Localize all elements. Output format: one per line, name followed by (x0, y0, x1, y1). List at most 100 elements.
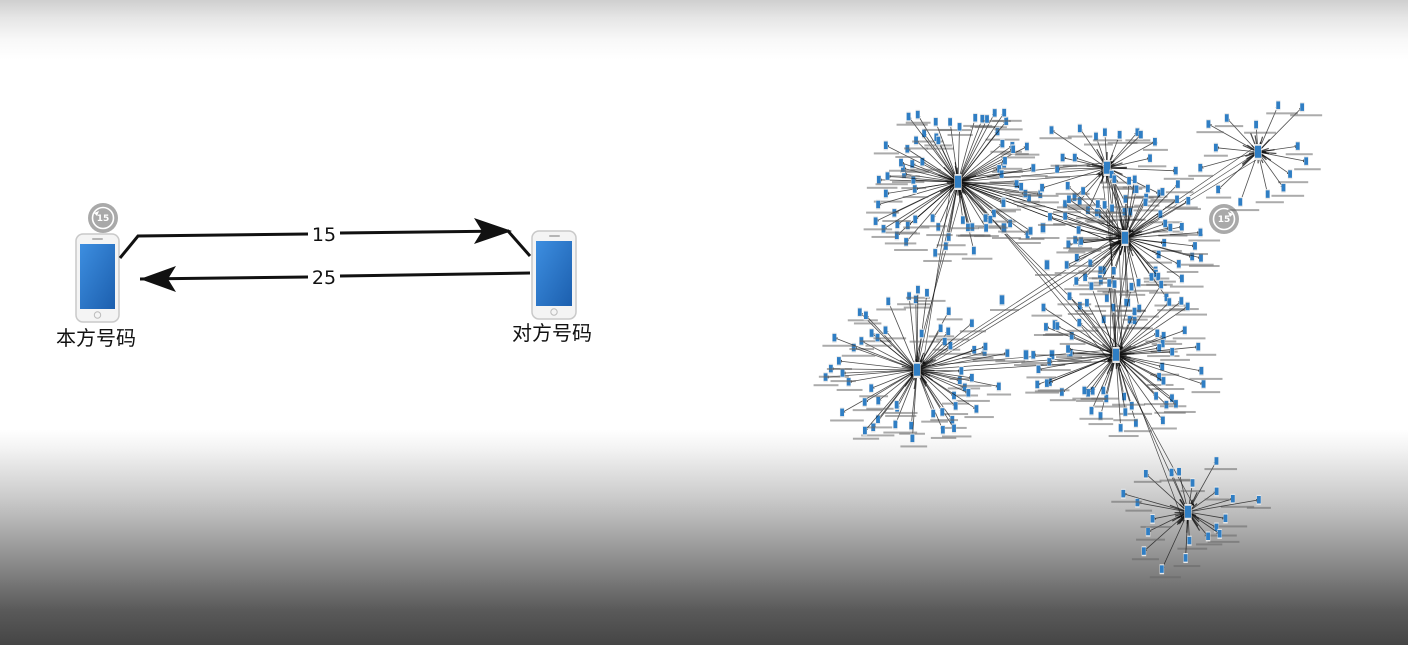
svg-text:15: 15 (97, 214, 110, 224)
call-edge (1107, 282, 1117, 356)
call-edge (870, 369, 918, 389)
contact-phone-node (1275, 100, 1281, 111)
phone-number-text (991, 208, 1022, 211)
phone-number-text (950, 227, 979, 230)
call-edge (1257, 151, 1284, 189)
phone-number-text (1214, 125, 1244, 128)
hub-link-edge (957, 181, 1117, 356)
contact-phone-node (1157, 188, 1162, 199)
contact-phone-node (938, 323, 943, 334)
phone-number-text (852, 437, 880, 440)
phone-number-text (1290, 114, 1323, 117)
phone-number-text (885, 231, 917, 234)
contact-phone-node (1101, 385, 1106, 396)
contact-phone-node (1055, 321, 1060, 332)
contact-phone-node (915, 109, 920, 120)
contact-phone-node (1065, 344, 1071, 355)
contact-phone-node (983, 223, 989, 234)
contact-phone-node (983, 213, 988, 224)
phone-number-text (1086, 221, 1112, 224)
phone-number-text (830, 419, 864, 422)
phone-number-text (1056, 206, 1089, 209)
contact-phone-node (1179, 221, 1185, 232)
hub-link-edge (916, 181, 959, 371)
phone-number-text (1021, 361, 1051, 364)
contact-phone-node (1205, 531, 1211, 542)
contact-phone-node (940, 407, 945, 418)
phone-number-text (1030, 194, 1059, 197)
contact-phone-node (1201, 379, 1206, 390)
contact-phone-node (832, 332, 837, 343)
contact-phone-node (972, 112, 978, 123)
call-edge (1124, 237, 1141, 309)
replay-15-seconds-icon[interactable]: 15 (88, 203, 118, 233)
contact-phone-node (1183, 553, 1188, 564)
phone-number-text (1053, 211, 1082, 214)
call-edge (1187, 511, 1226, 520)
call-edge (1092, 354, 1117, 392)
contact-phone-node (1217, 528, 1222, 539)
phone-number-text (1057, 303, 1092, 306)
contact-phone-node (1189, 251, 1195, 262)
phone-number-text (1180, 490, 1205, 493)
contact-phone-node (970, 222, 975, 233)
phone-number-text (1083, 143, 1113, 146)
contact-phone-node (1102, 200, 1107, 211)
phone-number-text (847, 319, 878, 322)
contact-phone-node (863, 310, 869, 321)
phone-number-text (1056, 251, 1086, 254)
phone-number-text (992, 237, 1022, 239)
contact-phone-node (1149, 272, 1154, 283)
contact-phone-node (1134, 184, 1139, 195)
call-edge (1041, 167, 1108, 189)
contact-phone-node (836, 356, 842, 367)
contact-phone-node (915, 284, 921, 295)
phone-number-text (1255, 201, 1284, 204)
phone-number-text (1018, 238, 1045, 241)
phone-number-text (895, 155, 921, 158)
contact-phone-node (1198, 227, 1203, 238)
phone-number-text (1097, 290, 1125, 293)
contact-phone-node (906, 291, 912, 302)
call-edge (1038, 354, 1117, 371)
hub-link-edge (1124, 151, 1259, 239)
contact-phone-node (919, 328, 924, 339)
call-edge (957, 126, 962, 183)
contact-phone-node (933, 116, 938, 127)
contact-phone-node (1118, 423, 1123, 434)
intermediate-phone-node (1044, 259, 1050, 271)
contact-phone-node (946, 232, 951, 243)
phone-number-text (905, 121, 931, 124)
call-edge (1115, 354, 1157, 397)
phone-number-text (1039, 137, 1072, 140)
phone-number-text (1001, 156, 1036, 159)
phone-number-text (959, 384, 992, 387)
phone-number-text (866, 407, 894, 410)
contact-phone-node (920, 156, 925, 167)
contact-phone-node (1238, 197, 1243, 208)
contact-phone-node (1001, 107, 1007, 118)
phone-number-text (1067, 208, 1093, 211)
phone-number-text (1152, 249, 1182, 252)
contact-phone-node (1132, 174, 1137, 185)
contact-phone-node (1138, 129, 1144, 140)
phone-number-text (1206, 196, 1232, 199)
contact-phone-node (883, 140, 889, 151)
contact-phone-node (1069, 330, 1074, 341)
contact-phone-node (1196, 341, 1201, 352)
call-edge (885, 330, 918, 371)
contact-phone-node (1098, 265, 1103, 276)
contact-phone-node (1253, 119, 1259, 130)
contact-phone-node (1265, 189, 1270, 200)
phone-number-text (1147, 355, 1180, 358)
phone-number-text (1163, 410, 1196, 413)
contact-phone-node (1047, 211, 1053, 222)
phone-number-text (1166, 270, 1199, 273)
phone-number-text (1045, 333, 1074, 336)
contact-phone-node (1168, 222, 1173, 233)
contact-phone-node (960, 215, 966, 226)
contact-phone-node (883, 188, 889, 199)
call-edge (916, 346, 986, 371)
call-edge (1049, 216, 1126, 239)
forward-15-seconds-icon[interactable]: 15 (1209, 204, 1239, 234)
